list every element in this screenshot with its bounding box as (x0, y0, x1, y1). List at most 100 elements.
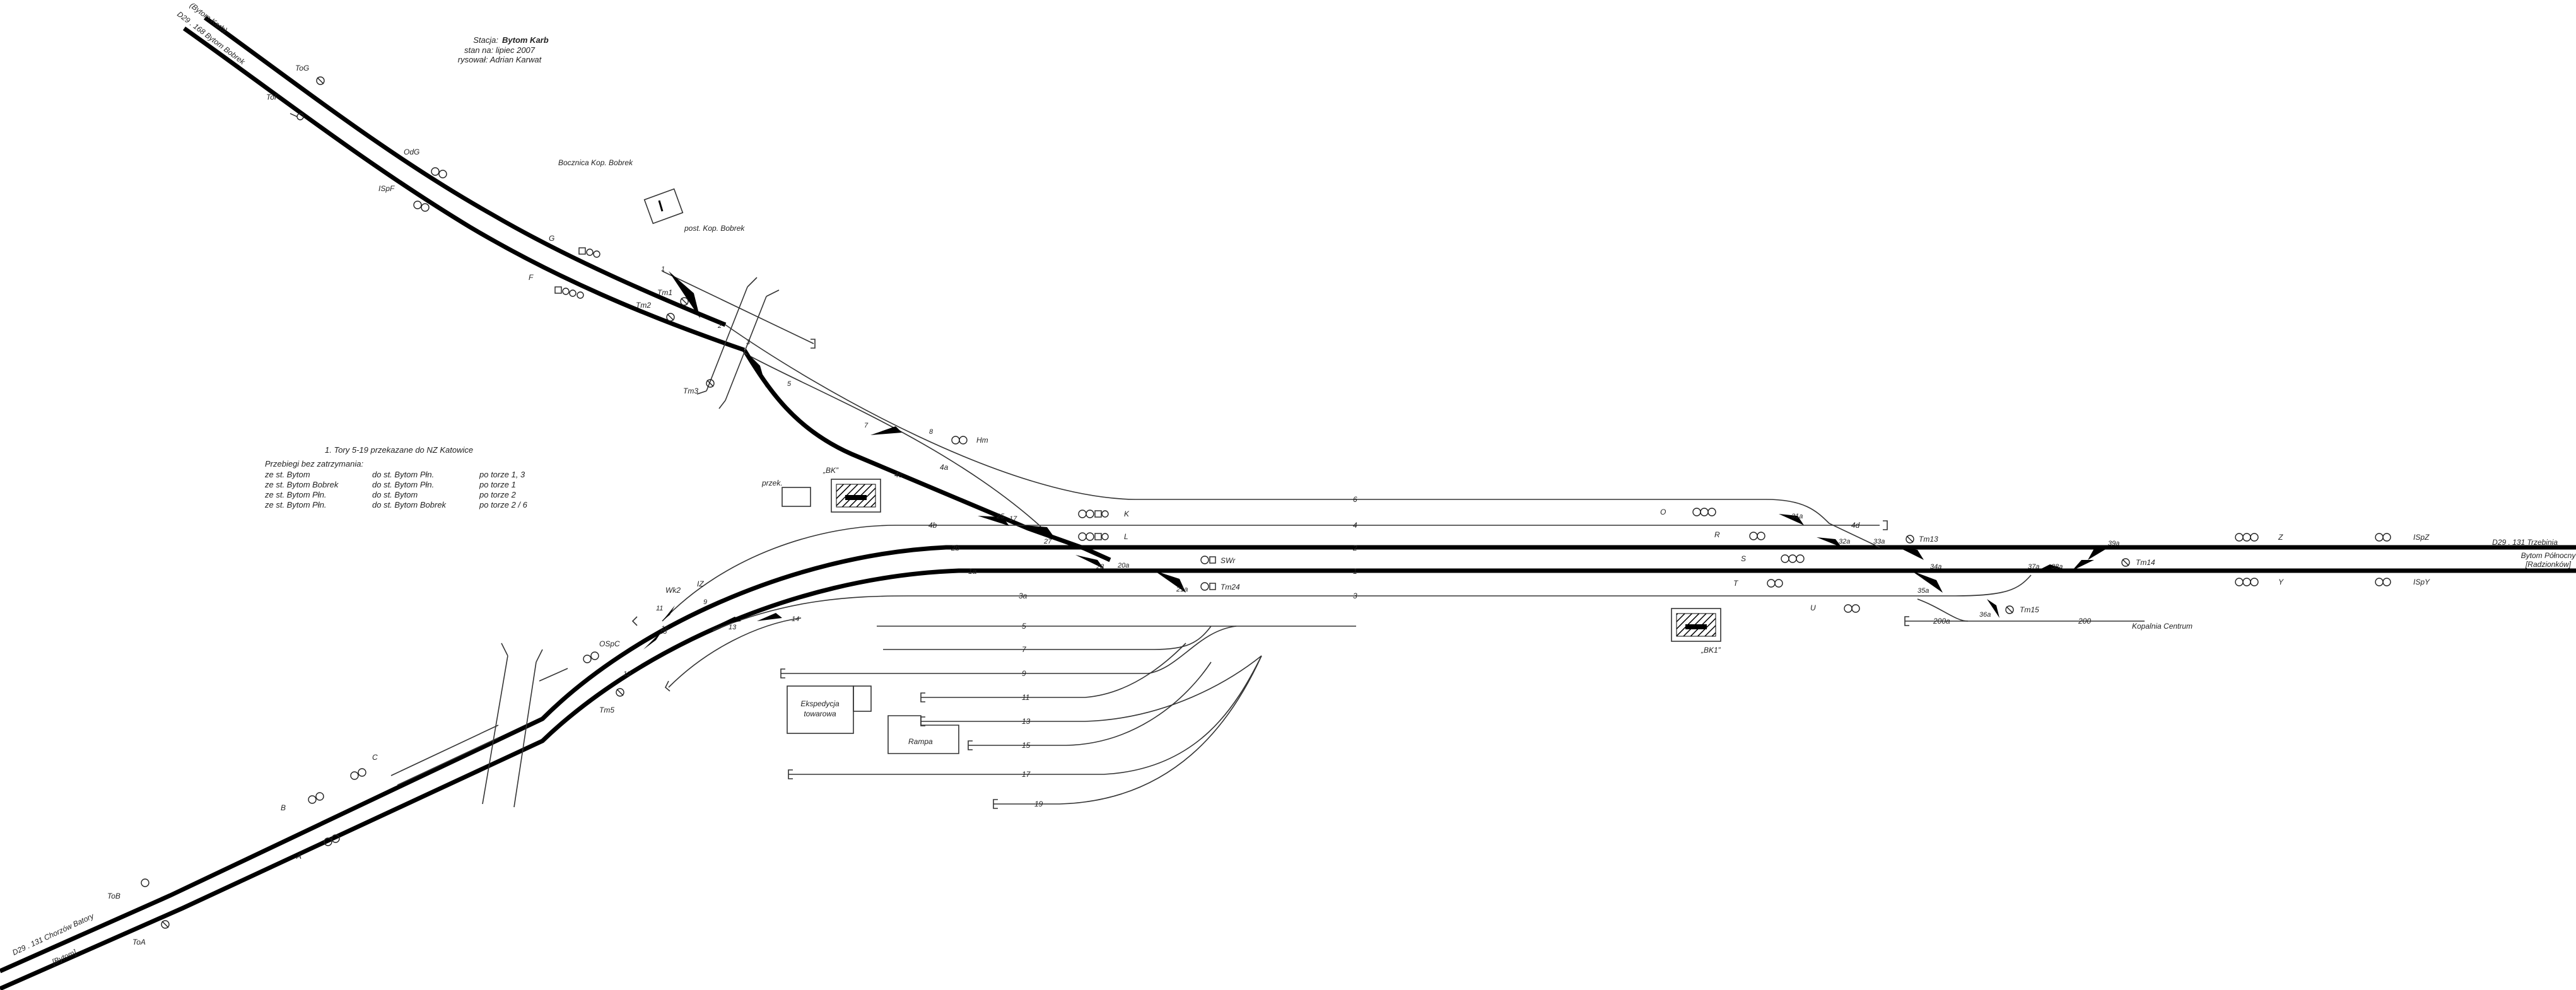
kopalnia-label: Kopalnia Centrum (2132, 622, 2193, 631)
rampa-building (887, 715, 959, 754)
switch-triangle-icon (757, 613, 782, 621)
track-13 (921, 655, 1262, 722)
switch-label: 12 (623, 670, 631, 678)
route-track: po torze 2 (479, 490, 517, 499)
signal-label: ISpZ (2413, 533, 2430, 542)
route-from: ze st. Bytom Płn. (264, 490, 327, 499)
direction-east-sub2: [Radzionków] (2525, 560, 2572, 569)
switch-label: 35a (1917, 587, 1929, 595)
track-label-2b: 2b (951, 544, 960, 552)
direction-east: D29 . 131 Trzebinia (2492, 538, 2558, 547)
bridges (482, 277, 780, 808)
track-buffer-icon (1883, 520, 1888, 530)
notes: 1. Tory 5-19 przekazane do NZ Katowice P… (264, 445, 528, 510)
switch-triangle-icon (719, 617, 741, 624)
track-3b (668, 617, 802, 688)
routes-title: Przebiegi bez zatrzymania: (265, 459, 363, 469)
signal-box-icon (831, 479, 881, 513)
route-track: po torze 1, 3 (479, 470, 525, 479)
przek-box (782, 487, 811, 507)
track-label-4b: 4b (928, 521, 937, 530)
signal-label: C (372, 753, 378, 762)
shunting-signal-icon (706, 379, 715, 388)
switch-label: 9 (703, 598, 707, 606)
switch-triangle-icon (744, 350, 766, 388)
track-sw-siding3 (539, 668, 568, 682)
signal-head-icon (578, 247, 600, 258)
signal-head-icon (316, 76, 325, 85)
track-labels: 6 4d 4 2 1 3 5 7 9 11 13 15 17 19 4b 2b … (894, 463, 2091, 808)
shunting-signal-icon (2005, 605, 2014, 614)
track-17 (788, 655, 1262, 775)
station-name: Bytom Karb (502, 35, 549, 45)
route-track: po torze 2 / 6 (479, 500, 528, 510)
signal-label: U (1810, 603, 1816, 612)
track-label-1a: 1a (968, 567, 977, 576)
signal-head-icon (554, 286, 584, 299)
switch-triangle-icon (1987, 599, 1999, 618)
route-to: do st. Bytom Płn. (372, 480, 434, 489)
track-buffer-icon (665, 680, 670, 692)
track-label-19: 19 (1034, 800, 1043, 808)
route-to: do st. Bytom (372, 490, 418, 499)
signal-head-icon (413, 201, 430, 212)
switch-label: 3 (746, 339, 751, 346)
switch-triangle-icon (2088, 549, 2107, 560)
signal-head-icon (1767, 579, 1783, 588)
switch-triangle-icon (669, 271, 700, 318)
switch-label: 11 (656, 605, 663, 612)
switch-label: 38a (2051, 563, 2063, 571)
track-nw-lower (182, 26, 746, 352)
signal-label: ToF (266, 93, 279, 102)
switch-label: 2 (717, 322, 722, 330)
track-label-5: 5 (1022, 622, 1026, 631)
track-sw-siding2 (397, 737, 499, 786)
buildings (643, 188, 1721, 754)
route-track: po torze 1 (479, 480, 516, 489)
signal-label: K (1124, 510, 1130, 518)
switch-label: 27 (1043, 538, 1052, 545)
signal-box-icon (643, 188, 684, 224)
signal-label: Tm24 (1221, 583, 1240, 591)
thin-tracks (390, 271, 2145, 805)
route-to: do st. Bytom Płn. (372, 470, 434, 479)
track-label-4: 4 (1353, 521, 1357, 530)
track-buffer-icon (780, 668, 785, 678)
track-label-11: 11 (1022, 693, 1029, 702)
switch-label: 15 (659, 628, 667, 636)
signal-head-icon (2375, 578, 2391, 586)
switch-triangle-icon (870, 426, 902, 435)
switch-triangle-icon (1154, 571, 1186, 593)
switch-label: 37a (2028, 563, 2039, 571)
switch-label: 8 (929, 428, 934, 436)
signal-label: ISpF (378, 184, 395, 193)
bk-label: „BK” (823, 466, 839, 475)
track-buffer-icon (920, 692, 925, 702)
track-7 (883, 626, 1212, 650)
signal-label: S (1741, 554, 1746, 563)
direction-sw-sub: [Bytom] (50, 948, 78, 967)
switch-triangle-icon (1911, 571, 1943, 593)
signal-label: Tm14 (2136, 558, 2155, 567)
signal-labels: ToG ToF OdG ISpF G F Tm1 Tm2 Tm3 Hm K L … (107, 64, 2430, 946)
signal-head-icon (1844, 604, 1860, 613)
track-sw-upper (0, 545, 1060, 974)
signal-head-icon (350, 768, 366, 780)
post-bobrek-label: post. Kop. Bobrek (684, 224, 745, 233)
track-label-6: 6 (1353, 495, 1357, 504)
track-label-7: 7 (1022, 645, 1027, 654)
bk1-bar (1685, 624, 1707, 629)
signal-label: F (529, 273, 534, 282)
signal-label: A (296, 852, 302, 861)
signal-head-icon (583, 651, 599, 663)
track-buffer-icon (788, 769, 793, 779)
switch-triangle-icon (1075, 555, 1104, 569)
switch-triangle-icon (2072, 560, 2094, 571)
ekspedycja-annex (853, 685, 872, 712)
switch-label: 32a (1839, 538, 1850, 545)
signal-label: ISpY (2413, 578, 2430, 586)
signal-head-icon (1692, 508, 1716, 516)
track-sw-lower (0, 568, 1072, 990)
track-label-200a: 200a (1933, 617, 1950, 626)
route-from: ze st. Bytom Płn. (264, 500, 327, 510)
